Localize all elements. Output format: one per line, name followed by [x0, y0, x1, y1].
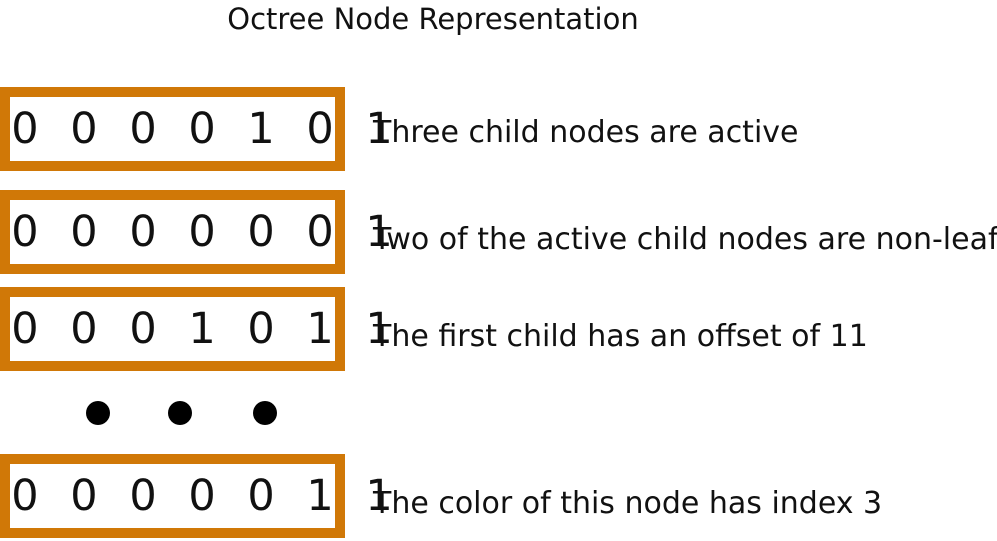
- node-description: The first child has an offset of 11: [373, 319, 868, 354]
- ellipsis-dots: [0, 385, 345, 441]
- node-byte-box: 0 0 0 0 0 0 1 1: [0, 454, 393, 538]
- node-bits: 0 0 0 0 0 0 1 1: [0, 470, 402, 521]
- dot-icon: [86, 401, 110, 425]
- diagram-title: Octree Node Representation: [227, 2, 639, 36]
- dot-icon: [253, 401, 277, 425]
- node-bits: 1 0 0 0 0 0 0 1: [0, 206, 402, 257]
- node-description: Three child nodes are active: [373, 115, 799, 150]
- node-byte-box: 0 0 0 0 1 0 1 1: [0, 287, 393, 371]
- node-bits: 0 0 0 0 1 0 1 1: [0, 303, 402, 354]
- node-description: Two of the active child nodes are non-le…: [373, 222, 997, 257]
- node-byte-box: 1 0 0 0 0 1 0 1: [0, 87, 393, 171]
- node-byte-box: 1 0 0 0 0 0 0 1: [0, 190, 393, 274]
- node-description: The color of this node has index 3: [373, 486, 883, 521]
- dot-icon: [168, 401, 192, 425]
- node-bits: 1 0 0 0 0 1 0 1: [0, 103, 402, 154]
